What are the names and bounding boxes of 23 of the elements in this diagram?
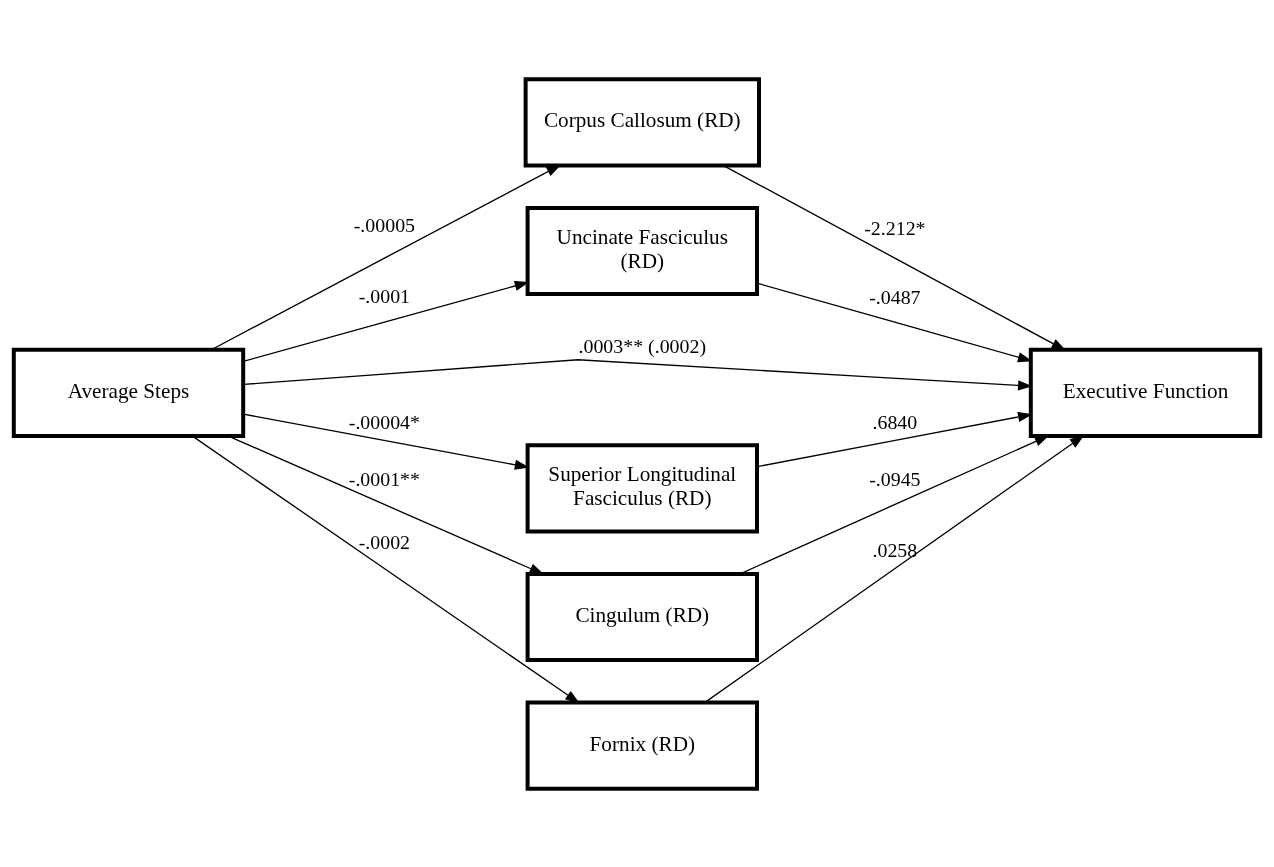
edge-label: -.00005 [353, 213, 416, 236]
edge-label: .0258 [872, 538, 918, 561]
arrow [191, 435, 580, 703]
node-box: Uncinate Fasciculus (RD) [525, 205, 759, 296]
edge-label: -.00004* [348, 410, 421, 433]
arrow [722, 164, 1066, 351]
edge-label: -2.212* [864, 216, 926, 239]
edge-label: -.0002 [358, 530, 411, 553]
arrow [756, 411, 1033, 467]
edge-label: -.0001 [358, 284, 411, 307]
node-box: Superior Longitudinal Fasciculus (RD) [525, 442, 759, 533]
arrow [243, 358, 1033, 391]
edge-label: -.0001** [348, 467, 421, 490]
edge-label: -.0487 [869, 285, 921, 308]
node-box: Average Steps [11, 347, 246, 438]
arrow [210, 164, 562, 350]
node-box: Corpus Callosum (RD) [523, 76, 761, 167]
node-box: Cingulum (RD) [525, 571, 759, 662]
node-box: Fornix (RD) [525, 700, 759, 791]
edge-label: -.0945 [869, 467, 921, 490]
edge-label: .0003** (.0002) [578, 334, 707, 357]
edge-label: .6840 [872, 410, 918, 433]
node-box: Executive Function [1028, 347, 1263, 438]
